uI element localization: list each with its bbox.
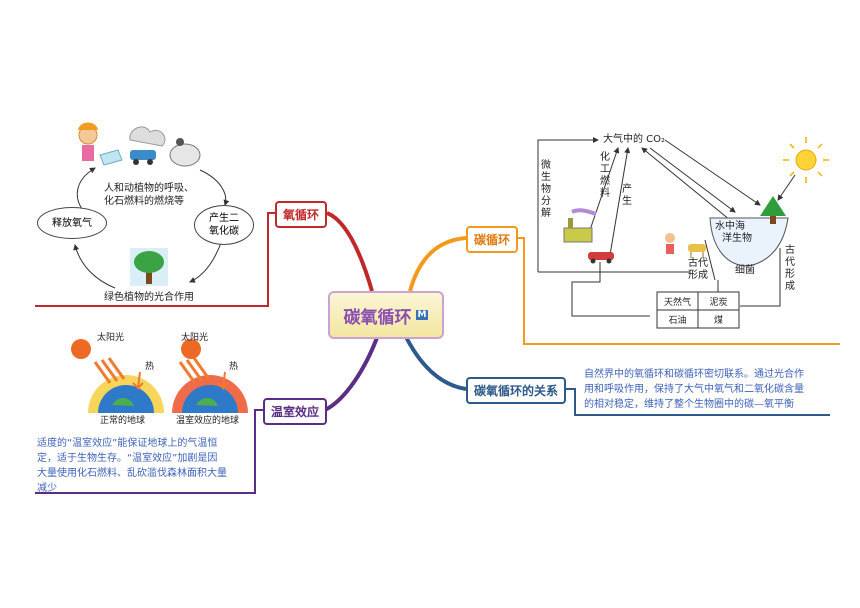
person-animal-smoke-illustration [78,122,201,167]
greenhouse-text-line-3: 大量使用化石燃料、乱砍滥伐森林面积大量 [37,468,227,479]
ancient-formation-left-1: 古代 [688,258,708,269]
heat-label-left: 热 [145,362,155,372]
oxygen-bottom-caption: 绿色植物的光合作用 [104,292,194,303]
oxygen-arrow-right-bottom [189,239,223,283]
central-topic[interactable]: 碳氧循环 M [328,291,444,339]
relation-note: 自然界中的氧循环和碳循环密切联系。通过光合作 用和呼吸作用，保持了大气中氧气和二… [584,367,804,412]
greenhouse-text-line-1: 适度的“温室效应”能保证地球上的气温恒 [37,438,218,449]
water-area [709,217,789,267]
greenhouse-branch-line [324,334,380,412]
tree-illustration-carbon [760,196,786,224]
central-topic-title: 碳氧循环 [343,307,412,328]
sun-illustration [777,137,829,201]
fuel-cell-oil: 石油 [668,315,687,326]
marine-organism-label-2: 洋生物 [722,233,752,244]
release-oxygen-label: 释放氧气 [52,217,92,229]
greenhouse-sub-line [35,409,263,494]
produce-co2-node: 产生二 氧化碳 [194,205,254,245]
sunlight-label-left: 太阳光 [97,333,125,343]
human-animal-illustration [665,233,706,258]
produce-co2-label-2: 氧化碳 [209,226,239,237]
normal-earth-label: 正常的地球 [100,416,146,426]
car-illustration [588,252,614,264]
factory-illustration [563,208,597,243]
greenhouse-effect-branch[interactable]: 温室效应 [263,398,328,425]
oxygen-arrow-right-down [199,169,230,206]
carbon-sub-line [518,237,840,345]
bacteria-label: 细菌 [735,265,755,276]
relation-text-line-2: 用和呼吸作用，保持了大气中氧气和二氧化碳含量 [584,384,804,395]
heat-label-right: 热 [229,362,239,372]
relation-branch-line [403,334,467,391]
fuel-cell-coal: 煤 [713,315,723,326]
produce-label: 产生 [622,184,632,207]
map-icon: M [415,310,429,320]
relation-text-line-3: 的相对稳定，维持了整个生物圈中的碳—氧平衡 [584,399,794,410]
relation-text-line-1: 自然界中的氧循环和碳循环密切联系。通过光合作 [584,369,804,380]
carbon-cycle-branch[interactable]: 碳循环 [466,226,519,253]
oxygen-cycle-branch[interactable]: 氧循环 [275,201,328,228]
greenhouse-illustration [71,339,248,413]
oxygen-branch-line [326,211,374,292]
ancient-formation-left-2: 形成 [688,270,708,281]
oxygen-top-caption-2: 化石燃料的燃烧等 [104,196,184,207]
oxygen-top-caption-1: 人和动植物的呼吸、 [104,183,194,194]
fuel-cell-peat: 泥炭 [709,297,728,308]
carbon-oxygen-relation-branch[interactable]: 碳氧循环的关系 [466,377,567,404]
oxygen-arrow-bottom-left [73,244,116,289]
chemical-fuel-label: 化工燃料 [600,152,610,199]
relation-sub-line [560,388,830,416]
microbe-decompose-label: 微生物分解 [541,160,551,219]
tree-illustration-oxygen [130,248,168,286]
greenhouse-text-line-2: 定，适于生物生存。“温室效应”加剧是因 [37,453,218,464]
marine-organism-label-1: 水中海 [715,221,745,232]
sunlight-label-right: 太阳光 [181,333,209,343]
ancient-formation-right: 古代形成 [785,245,795,292]
atmosphere-co2-label: 大气中的 CO₂ [603,134,666,145]
greenhouse-note: 适度的“温室效应”能保证地球上的气温恒 定，适于生物生存。“温室效应”加剧是因 … [37,436,227,496]
greenhouse-earth-label: 温室效应的地球 [176,416,240,426]
carbon-branch-line [408,236,467,292]
fuel-cell-natural-gas: 天然气 [663,297,691,308]
greenhouse-text-line-4: 减少 [37,483,57,494]
oxygen-sub-line [35,212,275,307]
produce-co2-label-1: 产生二 [209,213,239,224]
release-oxygen-node: 释放氧气 [37,207,107,239]
